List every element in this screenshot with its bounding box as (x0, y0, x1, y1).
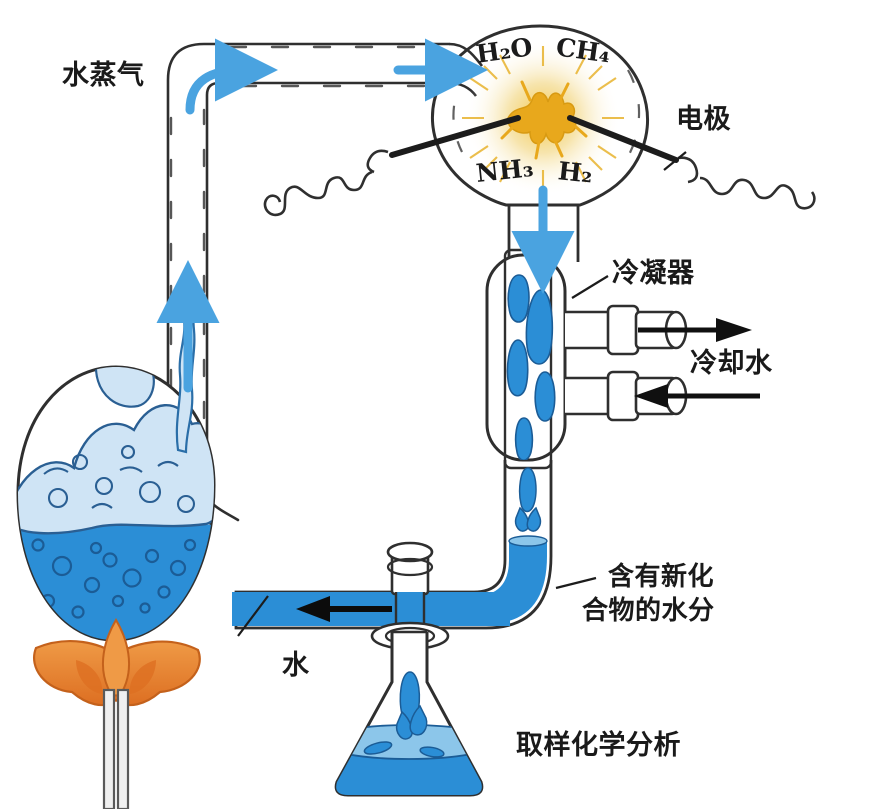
condenser (485, 248, 760, 470)
label-condenser: 冷凝器 (612, 258, 695, 289)
arrow-vapor-corner (185, 38, 278, 115)
boiling-froth (18, 367, 214, 535)
electrode-right-seal (677, 156, 699, 184)
formula-h2: H₂ (556, 156, 594, 189)
label-new-compounds-line2: 合物的水分 (582, 596, 715, 626)
electrode-wire-coil-right (699, 176, 816, 210)
cooling-water-port-top (565, 304, 688, 356)
vapor-loop-outer-wall (166, 42, 451, 494)
label-water-vapor: 水蒸气 (62, 60, 145, 91)
leader-water (237, 595, 269, 637)
return-pipe-horizontal (232, 590, 510, 630)
falling-condensate (514, 467, 542, 532)
electrode-wire-coil-left (263, 170, 373, 217)
electrode-right-rod (567, 115, 679, 163)
label-water: 水 (282, 650, 310, 681)
sample-drops (363, 671, 445, 758)
vapor-flow-arrows (156, 38, 575, 393)
leader-condenser (571, 275, 609, 299)
glass-highlight-ticks (169, 45, 442, 472)
formula-nh3: NH₃ (474, 153, 535, 188)
label-cooling-water: 冷却水 (690, 348, 773, 379)
electrode-left-seal (366, 149, 389, 174)
label-sampling: 取样化学分析 (516, 730, 681, 761)
cooling-water-flow-arrows (638, 327, 760, 399)
burner-stem (102, 688, 130, 809)
sample-flask (334, 630, 484, 797)
electrode-rods (389, 115, 679, 163)
cooling-out-arrowhead (716, 318, 752, 342)
spark-branches (500, 80, 588, 160)
leader-electrode (663, 151, 687, 171)
label-electrode: 电极 (676, 104, 731, 135)
trap-water-surface (508, 535, 548, 547)
electrode-left-rod (389, 115, 521, 158)
liquid-bubbles (31, 538, 197, 619)
backflow-arrow (296, 596, 392, 622)
bunsen-burner-flame (33, 618, 201, 809)
label-new-compounds-line1: 含有新化 (608, 562, 715, 592)
label-leader-lines (237, 151, 687, 637)
cooling-in-arrowhead (634, 384, 668, 408)
leader-new-compounds (555, 576, 597, 590)
